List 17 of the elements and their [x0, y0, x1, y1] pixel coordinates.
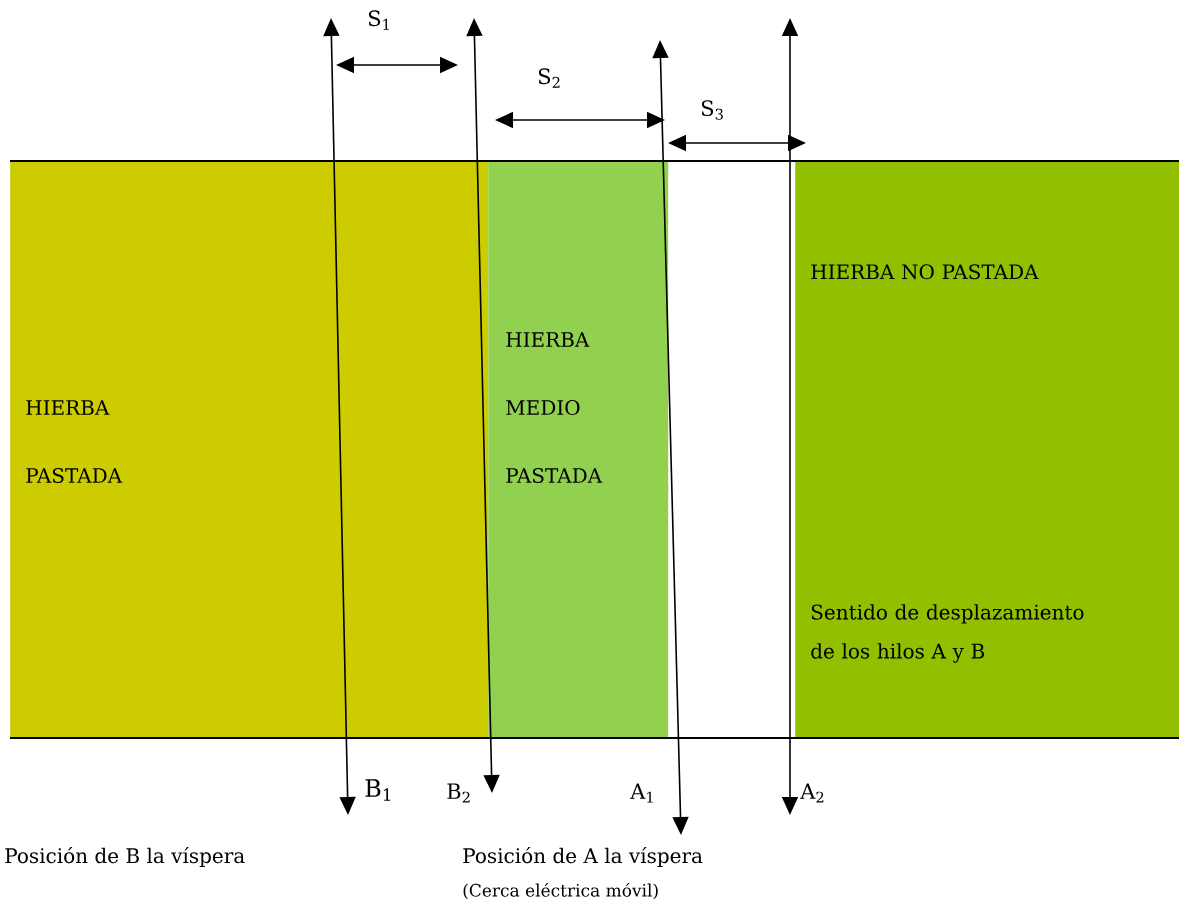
caption-text: Posición de A la víspera: [463, 846, 703, 868]
dimension-label: S$_{1}$: [368, 10, 389, 30]
wire-label: A$_{1}$: [630, 783, 653, 803]
dimension-label: S$_{3}$: [701, 100, 723, 120]
wire-label: B$_{2}$: [447, 783, 470, 803]
band-label: HIERBA MEDIO PASTADA: [506, 332, 603, 484]
grass-band: [488, 161, 669, 739]
grass-band: [795, 161, 1179, 739]
band-label: HIERBA PASTADA: [26, 400, 123, 484]
dimension-label: S$_{2}$: [538, 68, 560, 88]
band-label: HIERBA NO PASTADA: [811, 264, 1039, 280]
caption-text: Posición de B la víspera: [5, 846, 245, 868]
caption-text: (Cerca eléctrica móvil): [463, 882, 658, 900]
wire-label: A$_{2}$: [800, 783, 824, 803]
wire-label: B$_{1}$: [365, 779, 391, 801]
band-label: Sentido de desplazamiento de los hilos A y B: [811, 604, 1084, 663]
grass-band: [10, 161, 489, 739]
